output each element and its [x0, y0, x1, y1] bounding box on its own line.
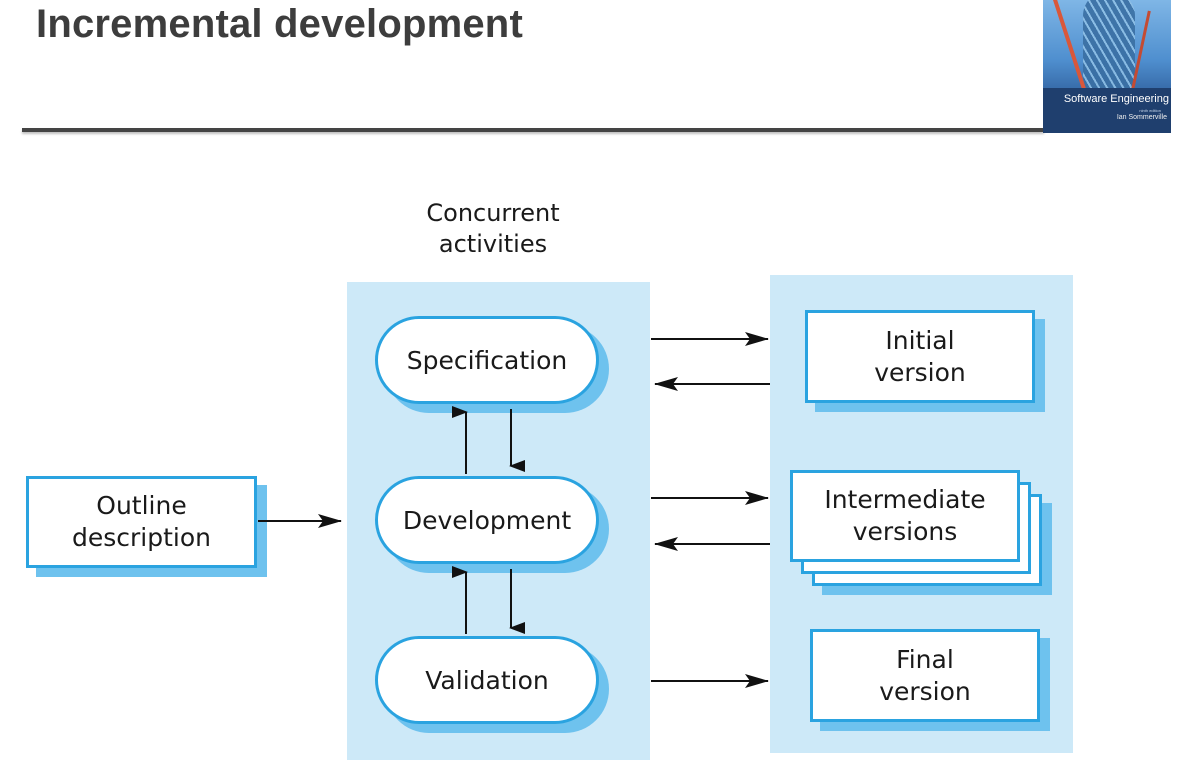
- development-label: Development: [402, 505, 572, 535]
- title-divider: [22, 128, 1044, 132]
- outline-description-label: Outline description: [71, 491, 211, 552]
- tower-graphic: [1083, 0, 1135, 100]
- final-version-box: Final version: [810, 629, 1040, 722]
- intermediate-versions-label: Intermediate versions: [824, 485, 986, 546]
- outline-description-box: Outline description: [26, 476, 257, 568]
- crane-graphic: [1053, 0, 1087, 91]
- validation-node: Validation: [375, 636, 599, 724]
- specification-node: Specification: [375, 316, 599, 404]
- book-author: Ian Sommerville: [1116, 114, 1167, 121]
- initial-version-box: Initial version: [805, 310, 1035, 403]
- final-version-label: Final version: [879, 644, 971, 706]
- book-cover-image: Software Engineering ninth edition Ian S…: [1043, 0, 1171, 133]
- specification-label: Specification: [406, 345, 568, 375]
- intermediate-versions-box: Intermediate versions: [790, 470, 1020, 562]
- concurrent-activities-label: Concurrent activities: [426, 199, 560, 258]
- book-title: Software Engineering: [1063, 93, 1169, 105]
- slide-title: Incremental development: [36, 2, 523, 46]
- cover-band: [1043, 88, 1171, 133]
- book-edition: ninth edition: [1139, 108, 1161, 113]
- validation-label: Validation: [425, 665, 549, 695]
- development-node: Development: [375, 476, 599, 564]
- initial-version-label: Initial version: [874, 325, 966, 387]
